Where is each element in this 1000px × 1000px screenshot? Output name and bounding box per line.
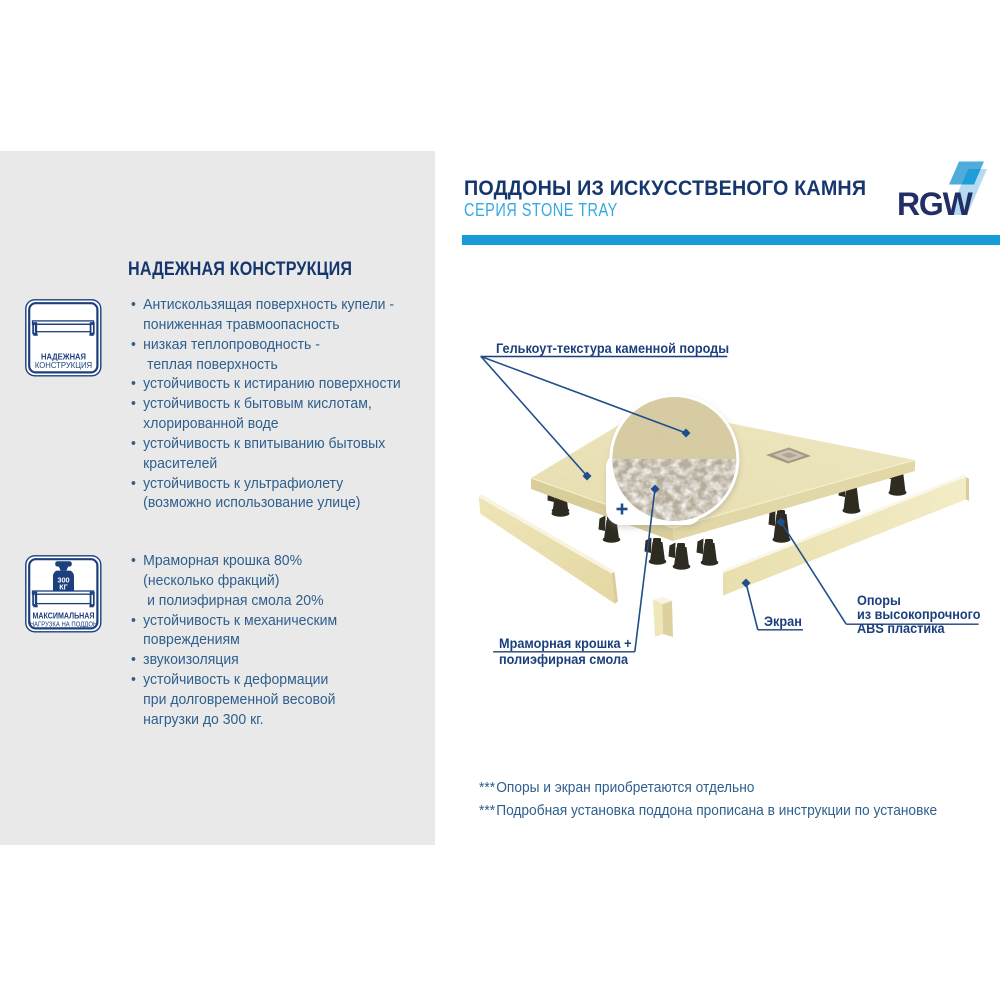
svg-text:300: 300 [57,576,69,585]
svg-text:НАГРУЗКА НА ПОДДОН: НАГРУЗКА НА ПОДДОН [30,619,98,628]
svg-text:НАДЕЖНАЯ: НАДЕЖНАЯ [41,351,86,361]
svg-text:МАКСИМАЛЬНАЯ: МАКСИМАЛЬНАЯ [33,612,95,621]
svg-text:КГ: КГ [59,583,67,592]
svg-text:RGW: RGW [897,186,974,222]
svg-text:КОНСТРУКЦИЯ: КОНСТРУКЦИЯ [35,360,92,370]
